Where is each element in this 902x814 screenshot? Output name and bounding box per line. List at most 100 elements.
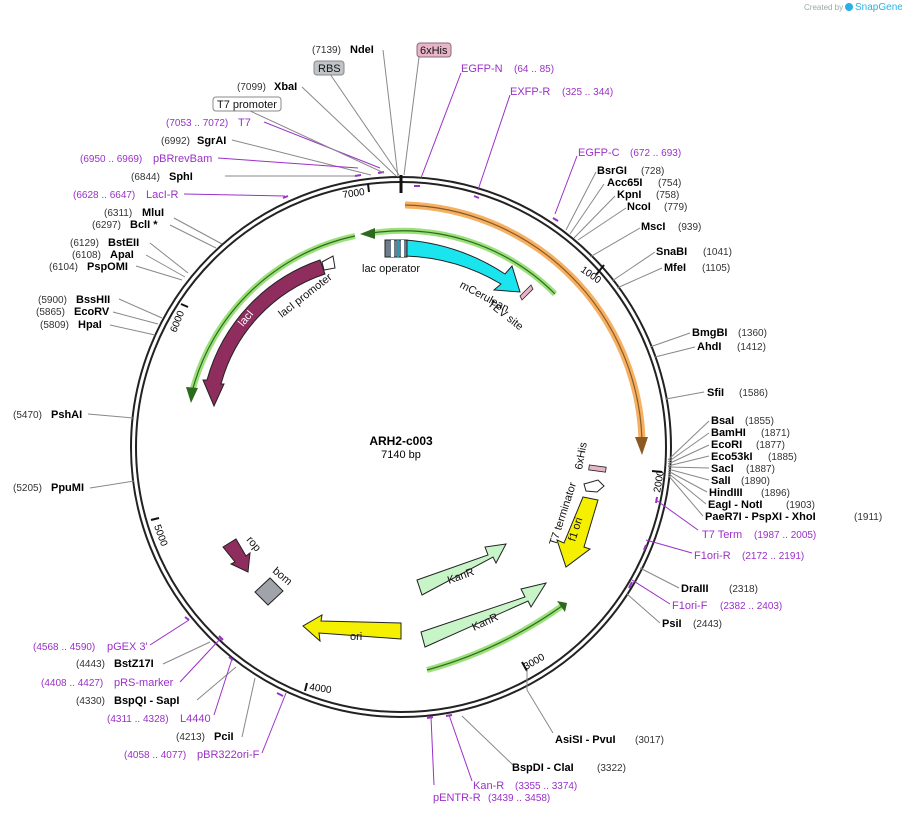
enzyme-bstz17i[interactable]: (4443) BstZ17I bbox=[76, 658, 154, 670]
enzyme-hpai[interactable]: (5809) HpaI bbox=[40, 319, 102, 331]
svg-text:(7053 .. 7072): (7053 .. 7072) bbox=[166, 118, 228, 129]
svg-text:Acc65I: Acc65I bbox=[607, 177, 642, 189]
enzyme-ncoi[interactable]: NcoI (779) bbox=[627, 201, 687, 213]
enzyme-mlui[interactable]: (6311) MluI bbox=[104, 207, 164, 219]
primer-t7-term[interactable]: T7 Term (1987 .. 2005) bbox=[702, 529, 816, 541]
enzyme-msci[interactable]: MscI (939) bbox=[641, 221, 701, 233]
feature-kanr-2[interactable] bbox=[420, 582, 548, 648]
svg-text:(758): (758) bbox=[656, 190, 679, 201]
enzyme-kpni[interactable]: KpnI (758) bbox=[617, 189, 679, 201]
enzyme-asisi-pvui[interactable]: AsiSI - PvuI (3017) bbox=[555, 734, 664, 746]
enzyme-bsteii[interactable]: (6129) BstEII bbox=[70, 237, 139, 249]
enzyme-ecorv[interactable]: (5865) EcoRV bbox=[36, 306, 110, 318]
box-rbs[interactable]: RBS bbox=[313, 60, 345, 76]
svg-text:EcoRI: EcoRI bbox=[711, 439, 742, 451]
feature-ori[interactable] bbox=[302, 614, 402, 643]
box-t7-promoter[interactable]: T7 promoter bbox=[212, 96, 282, 112]
primer-egfp-c[interactable]: EGFP-C (672 .. 693) bbox=[578, 147, 681, 159]
feature-f1-ori[interactable] bbox=[556, 496, 599, 568]
svg-text:(6297): (6297) bbox=[92, 220, 121, 231]
enzyme-ahdi[interactable]: AhdI (1412) bbox=[697, 341, 766, 353]
enzyme-sali[interactable]: SalI (1890) bbox=[711, 475, 770, 487]
primer-t7[interactable]: (7053 .. 7072) T7 bbox=[166, 117, 251, 129]
feature-tev-site-mark[interactable] bbox=[519, 284, 534, 301]
primer-kan-r[interactable]: Kan-R (3355 .. 3374) bbox=[473, 780, 577, 792]
enzyme-bspqi-sapi[interactable]: (4330) BspQI - SapI bbox=[76, 695, 179, 707]
ruler: 1000 2000 3000 4000 5000 6000 7000 bbox=[150, 175, 667, 696]
svg-text:(1041): (1041) bbox=[703, 247, 732, 258]
svg-text:T7: T7 bbox=[238, 117, 251, 129]
svg-text:XbaI: XbaI bbox=[274, 81, 297, 93]
enzyme-sfii[interactable]: SfiI (1586) bbox=[707, 387, 768, 399]
enzyme-ecori[interactable]: EcoRI (1877) bbox=[711, 439, 785, 451]
primer-pentr-r[interactable]: pENTR-R (3439 .. 3458) bbox=[433, 792, 550, 804]
primer-pbr322ori-f[interactable]: (4058 .. 4077) pBR322ori-F bbox=[124, 749, 260, 761]
enzyme-psii[interactable]: PsiI (2443) bbox=[662, 618, 722, 630]
enzyme-ndei[interactable]: (7139) NdeI bbox=[312, 44, 374, 56]
enzyme-hindiii[interactable]: HindIII (1896) bbox=[709, 487, 790, 499]
primer-f1ori-f[interactable]: F1ori-F (2382 .. 2403) bbox=[672, 600, 782, 612]
svg-text:(672 .. 693): (672 .. 693) bbox=[630, 148, 681, 159]
enzyme-eagi-noti[interactable]: EagI - NotI (1903) bbox=[708, 499, 815, 511]
enzyme-bsrgi[interactable]: BsrGI (728) bbox=[597, 165, 664, 177]
feature-6xhis-inner[interactable] bbox=[588, 464, 607, 473]
primer-laci-r[interactable]: (6628 .. 6647) LacI-R bbox=[73, 189, 178, 201]
enzyme-acc65i[interactable]: Acc65I (754) bbox=[607, 177, 681, 189]
svg-text:EcoRV: EcoRV bbox=[74, 306, 110, 318]
enzyme-mfei[interactable]: MfeI (1105) bbox=[664, 262, 730, 274]
enzyme-bsai[interactable]: BsaI (1855) bbox=[711, 415, 774, 427]
svg-text:MfeI: MfeI bbox=[664, 262, 686, 274]
feature-laci-promoter[interactable] bbox=[321, 255, 336, 271]
feature-laci[interactable] bbox=[202, 259, 326, 408]
primer-pgex-3[interactable]: (4568 .. 4590) pGEX 3' bbox=[33, 641, 148, 653]
svg-text:(6992): (6992) bbox=[161, 136, 190, 147]
svg-text:(6104): (6104) bbox=[49, 262, 78, 273]
feature-mcerulean[interactable] bbox=[404, 239, 521, 293]
primer-f1ori-r[interactable]: F1ori-R (2172 .. 2191) bbox=[694, 550, 804, 562]
enzyme-bcli[interactable]: (6297) BclI * bbox=[92, 219, 158, 231]
enzyme-saci[interactable]: SacI (1887) bbox=[711, 463, 775, 475]
primer-egfp-n[interactable]: EGFP-N (64 .. 85) bbox=[461, 63, 554, 75]
enzyme-busshii[interactable]: (5900) BssHII bbox=[38, 294, 110, 306]
feature-lac-operator[interactable] bbox=[384, 239, 408, 258]
svg-text:BmgBI: BmgBI bbox=[692, 327, 727, 339]
feature-t7-terminator[interactable] bbox=[583, 479, 605, 493]
enzyme-bamhi[interactable]: BamHI (1871) bbox=[711, 427, 790, 439]
enzyme-paer7i-pspxi-xhoi[interactable]: PaeR7I - PspXI - XhoI (1911) bbox=[705, 511, 882, 523]
enzyme-draiii[interactable]: DraIII (2318) bbox=[681, 583, 758, 595]
enzyme-bspdi-clai[interactable]: BspDI - ClaI (3322) bbox=[512, 762, 626, 774]
primer-l4440[interactable]: (4311 .. 4328) L4440 bbox=[107, 713, 211, 725]
snapgene-logo: SnapGene bbox=[845, 2, 902, 13]
primer-pbrrevbam[interactable]: (6950 .. 6969) pBRrevBam bbox=[80, 153, 212, 165]
svg-text:Kan-R: Kan-R bbox=[473, 780, 504, 792]
svg-text:BspDI - ClaI: BspDI - ClaI bbox=[512, 762, 574, 774]
svg-text:SalI: SalI bbox=[711, 475, 731, 487]
primer-prs-marker[interactable]: (4408 .. 4427) pRS-marker bbox=[41, 677, 174, 689]
enzyme-snabi[interactable]: SnaBI (1041) bbox=[656, 246, 732, 258]
svg-text:(1896): (1896) bbox=[761, 488, 790, 499]
enzyme-sgrai[interactable]: (6992) SgrAI bbox=[161, 135, 226, 147]
primer-exfp-r[interactable]: EXFP-R (325 .. 344) bbox=[510, 86, 613, 98]
box-6xhis[interactable]: 6xHis bbox=[416, 42, 452, 58]
svg-text:pBRrevBam: pBRrevBam bbox=[153, 153, 212, 165]
feature-kanr-1[interactable] bbox=[416, 543, 507, 596]
svg-text:(779): (779) bbox=[664, 202, 687, 213]
enzyme-pspomi[interactable]: (6104) PspOMI bbox=[49, 261, 128, 273]
enzyme-xbai[interactable]: (7099) XbaI bbox=[237, 81, 297, 93]
svg-text:(5900): (5900) bbox=[38, 295, 67, 306]
svg-text:SnapGene: SnapGene bbox=[855, 2, 902, 13]
enzyme-eco53ki[interactable]: Eco53kI (1885) bbox=[711, 451, 797, 463]
feature-bom[interactable] bbox=[254, 577, 284, 606]
svg-text:BstZ17I: BstZ17I bbox=[114, 658, 154, 670]
feature-rop[interactable] bbox=[222, 538, 251, 573]
svg-text:MscI: MscI bbox=[641, 221, 665, 233]
svg-text:(6129): (6129) bbox=[70, 238, 99, 249]
svg-text:(1987 .. 2005): (1987 .. 2005) bbox=[754, 530, 816, 541]
enzyme-pcii[interactable]: (4213) PciI bbox=[176, 731, 234, 743]
enzyme-pshai[interactable]: (5470) PshAI bbox=[13, 409, 82, 421]
enzyme-sphi[interactable]: (6844) SphI bbox=[131, 171, 193, 183]
enzyme-ppumi[interactable]: (5205) PpuMI bbox=[13, 482, 84, 494]
enzyme-apai[interactable]: (6108) ApaI bbox=[72, 249, 134, 261]
enzyme-bmgbi[interactable]: BmgBI (1360) bbox=[692, 327, 767, 339]
